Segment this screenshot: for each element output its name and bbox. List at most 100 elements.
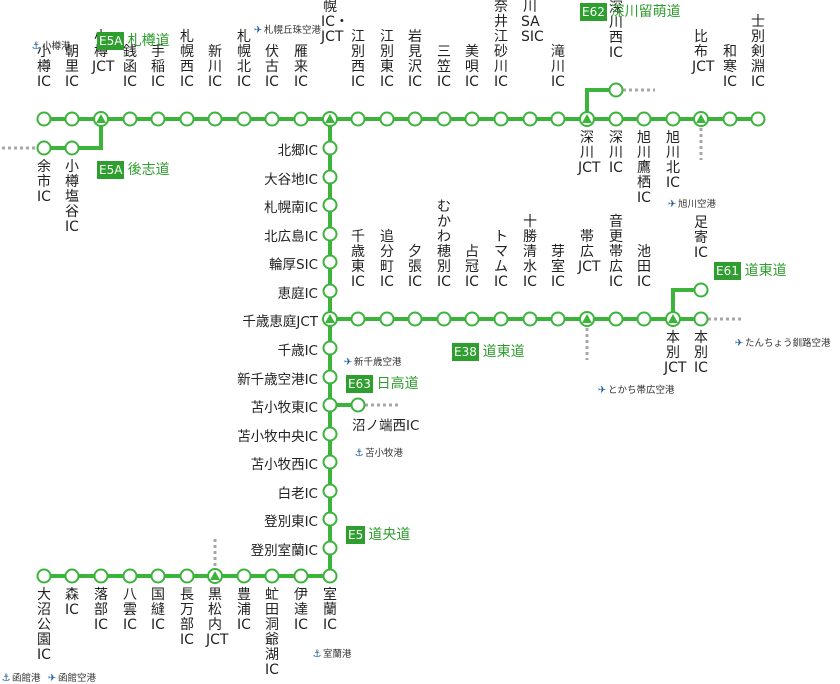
jct-mark-pippu_jct: [696, 114, 706, 123]
node-numanohata_nishi_ic: [350, 397, 366, 413]
node-shimukappu_ic: [464, 311, 480, 327]
label-zenibako_ic: 銭函IC: [123, 44, 137, 90]
label-sapporo_minami_ic: 札幌南IC: [264, 200, 318, 216]
label-yubari_ic: 夕張IC: [408, 244, 422, 290]
road-badge-e61: E61: [714, 262, 741, 280]
node-kitahiroshima_ic: [322, 226, 338, 242]
label-sapporo_kita_ic: 札幌北IC: [237, 29, 251, 90]
line-goshi: [44, 119, 103, 150]
label-mori_ic: 森IC: [65, 587, 79, 618]
road-name-e61: 道東道: [744, 263, 787, 279]
label-sapporo_jct: 札幌IC・JCT: [321, 0, 349, 45]
label-tokachi_shimizu_ic: 十勝清水IC: [523, 214, 537, 290]
facility-label: 新千歳空港: [354, 357, 402, 368]
node-asahikawa_takasu_ic: [636, 111, 652, 127]
label-date_ic: 伊達IC: [294, 587, 308, 633]
label-numanohata_nishi_ic: 沼ノ端西IC: [352, 418, 420, 434]
facility-newchitose_airport: ✈新千歳空港: [342, 354, 402, 368]
label-kitago_ic: 北郷IC: [277, 143, 318, 159]
line-doutou-e61: [671, 288, 701, 319]
facility-otaru_port: ⚓小樽港: [30, 38, 71, 52]
node-shibetsu_kenbuchi_ic: [750, 111, 766, 127]
label-tomakomai_higashi_ic: 苫小牧東IC: [250, 400, 318, 416]
jct-mark-sapporo_jct: [325, 114, 335, 123]
label-fukagawa_nishi_ic: 深川西IC: [609, 0, 623, 61]
label-pippu_jct: 比布JCT: [692, 29, 715, 75]
anchor-icon: ⚓: [1, 673, 11, 684]
airplane-icon: ✈: [597, 385, 607, 396]
node-sapporo_minami_ic: [322, 197, 338, 213]
node-shinkawa_ic: [207, 111, 223, 127]
facility-muroran_port: ⚓室蘭港: [311, 646, 352, 660]
label-sapporo_nishi_ic: 札幌西IC: [180, 29, 194, 90]
node-tomakomai_nishi_ic: [322, 454, 338, 470]
road-name-e5a_goshi: 後志道: [127, 162, 170, 178]
anchor-icon: ⚓: [31, 41, 41, 52]
facility-kushiro_airport: ✈たんちょう釧路空港: [733, 335, 831, 349]
node-wattsu_sic: [322, 254, 338, 270]
label-fukagawa_ic: 深川IC: [609, 130, 623, 176]
airplane-icon: ✈: [343, 357, 353, 368]
label-otaru_ic: 小樽IC: [37, 44, 51, 90]
facility-okadama_airport: ✈札幌丘珠空港: [252, 22, 321, 36]
node-fukagawa_nishi_ic: [608, 82, 624, 98]
node-mukawa_ic: [436, 311, 452, 327]
node-tokachi_shimizu_ic: [522, 311, 538, 327]
jct-mark-obihiro_jct: [582, 314, 592, 323]
label-ashoro_ic: 足寄IC: [694, 215, 708, 261]
node-asahikawa_kita_ic: [665, 111, 681, 127]
road-badge-e62: E62: [580, 3, 607, 21]
label-shibetsu_kenbuchi_ic: 士別剣淵IC: [751, 14, 765, 90]
label-eniwa_ic: 恵庭IC: [277, 286, 318, 302]
label-tomamu_ic: トマムIC: [494, 229, 508, 290]
node-tomakomai_higashi_ic: [322, 397, 338, 413]
node-mikasa_ic: [436, 111, 452, 127]
node-abuta_ic: [264, 568, 280, 584]
node-shinchitose_ic: [322, 369, 338, 385]
label-mukawa_ic: むかわ穂別IC: [437, 199, 451, 290]
label-tomakomai_nishi_ic: 苫小牧西IC: [250, 457, 318, 473]
facility-label: 小樽港: [42, 41, 71, 52]
road-badge-e5: E5: [346, 526, 366, 544]
facility-asahikawa_airport: ✈旭川空港: [666, 196, 716, 210]
node-ebetsu_higashi_ic: [379, 111, 395, 127]
label-sunagawa_sa_sic: 砂川SA SIC: [521, 0, 544, 45]
road-name-e62: 深川留萌道: [610, 4, 681, 20]
node-sapporo_kita_ic: [236, 111, 252, 127]
label-karikitsu_ic: 雁来IC: [294, 44, 308, 90]
node-takikawa_ic: [550, 111, 566, 127]
facility-label: 札幌丘珠空港: [264, 25, 322, 36]
label-obihiro_jct: 帯広JCT: [578, 229, 601, 275]
label-honbetsu_jct: 本別JCT: [664, 330, 687, 376]
road-badge-e5a_goshi: E5A: [97, 161, 125, 179]
node-date_ic: [293, 568, 309, 584]
label-toyoura_ic: 豊浦IC: [237, 587, 251, 633]
node-oiwake_ic: [379, 311, 395, 327]
node-wassamu_ic: [722, 111, 738, 127]
label-ikeda_ic: 池田IC: [637, 244, 651, 290]
road-badge-e5a_sasshou: E5A: [97, 32, 125, 50]
facility-label: 苫小牧港: [365, 448, 404, 459]
node-shiraoi_ic: [322, 483, 338, 499]
line-fukagawa-rumoi: [585, 88, 616, 119]
label-ebetsu_higashi_ic: 江別東IC: [380, 29, 394, 90]
node-chitose_ic: [322, 340, 338, 356]
facility-hakodate_port: ⚓函館港: [0, 670, 41, 684]
node-teine_ic: [150, 111, 166, 127]
label-shimukappu_ic: 占冠IC: [465, 244, 479, 290]
node-tomakomai_chuo_ic: [322, 426, 338, 442]
label-yoichi_ic: 余市IC: [37, 159, 51, 205]
road-badge-e38: E38: [452, 343, 479, 361]
label-ebetsu_nishi_ic: 江別西IC: [351, 29, 365, 90]
node-ebetsu_nishi_ic: [350, 111, 366, 127]
label-chitose_ic: 千歳IC: [277, 343, 318, 359]
jct-mark-otaru_jct: [96, 114, 106, 123]
label-shinchitose_ic: 新千歳空港IC: [237, 372, 318, 388]
node-otaru_ic: [36, 111, 52, 127]
label-kunnui_ic: 国縫IC: [151, 587, 165, 633]
road-badge-e63: E63: [346, 375, 373, 393]
node-mori_ic: [64, 568, 80, 584]
facility-label: 函館空港: [58, 673, 97, 684]
label-oiwake_ic: 追分町IC: [380, 229, 394, 290]
